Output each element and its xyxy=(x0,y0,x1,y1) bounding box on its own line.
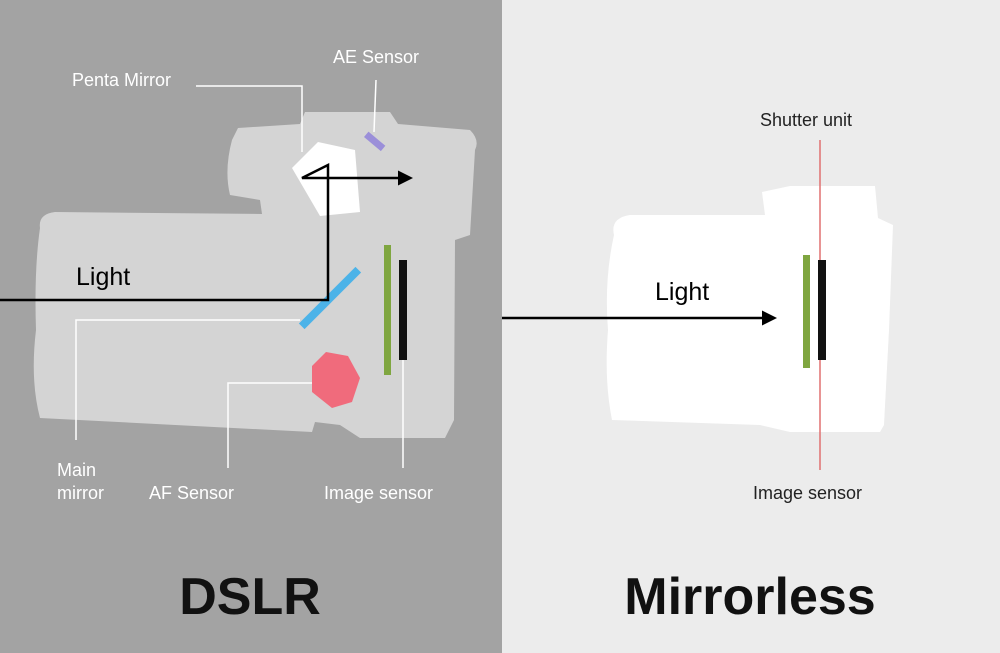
mirrorless-camera-body xyxy=(606,186,893,432)
af-sensor-leader xyxy=(227,382,312,468)
mirrorless-image-sensor xyxy=(818,260,826,360)
af-sensor-label: AF Sensor xyxy=(149,483,234,503)
penta-mirror-leader xyxy=(196,85,303,152)
main-mirror-label-line1: Main xyxy=(57,460,96,480)
dslr-image-sensor xyxy=(399,260,407,360)
ae-sensor-label: AE Sensor xyxy=(333,47,419,67)
main-mirror-label-line2: mirror xyxy=(57,483,104,503)
mirrorless-title: Mirrorless xyxy=(624,568,875,626)
ae-sensor-leader xyxy=(373,79,377,133)
dslr-image-sensor-label: Image sensor xyxy=(324,483,433,503)
ae-sensor-bar xyxy=(364,131,386,152)
mirrorless-shutter-unit xyxy=(803,255,810,368)
dslr-title: DSLR xyxy=(179,568,321,626)
penta-mirror-label: Penta Mirror xyxy=(72,70,171,90)
dslr-shutter-unit xyxy=(384,245,391,375)
dslr-light-path xyxy=(0,162,413,302)
af-sensor-hexagon xyxy=(312,352,360,408)
mirrorless-light-label: Light xyxy=(655,278,709,306)
dslr-light-label: Light xyxy=(76,263,130,291)
main-mirror-bar xyxy=(298,266,362,330)
shutter-unit-label: Shutter unit xyxy=(760,110,852,130)
mirrorless-image-sensor-label: Image sensor xyxy=(753,483,862,503)
dslr-camera-body xyxy=(33,112,477,438)
main-mirror-leader xyxy=(75,319,300,440)
